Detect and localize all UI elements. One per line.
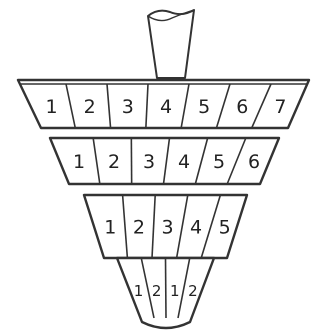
row-1-cell-5-label: 5 bbox=[198, 96, 210, 118]
row-4-cell-1-label: 1 bbox=[134, 282, 144, 300]
row-2-cell-6-label: 6 bbox=[248, 151, 260, 173]
row-3-cell-5-label: 5 bbox=[219, 217, 231, 239]
row-1-cell-4-label: 4 bbox=[160, 96, 172, 118]
row-1-cell-7-label: 7 bbox=[274, 96, 286, 118]
row-4-cell-4-label: 2 bbox=[188, 282, 198, 300]
row-2-cell-4-label: 4 bbox=[178, 151, 190, 173]
row-4-cell-3-label: 1 bbox=[170, 282, 180, 300]
row-2-cell-1-label: 1 bbox=[73, 151, 85, 173]
row-3-cell-1-label: 1 bbox=[104, 217, 116, 239]
row-1-cell-3-label: 3 bbox=[122, 96, 134, 118]
top-cup-shape bbox=[148, 10, 194, 78]
row-3-cell-2-label: 2 bbox=[133, 217, 145, 239]
row-4-divider-2 bbox=[166, 258, 167, 318]
row-4-cell-2-label: 2 bbox=[152, 282, 162, 300]
row-3-cell-3-label: 3 bbox=[161, 217, 173, 239]
row-2-cell-3-label: 3 bbox=[143, 151, 155, 173]
row-1-cell-2-label: 2 bbox=[84, 96, 96, 118]
row-1-cell-1-label: 1 bbox=[46, 96, 58, 118]
row-2-cell-5-label: 5 bbox=[213, 151, 225, 173]
row-1-cell-6-label: 6 bbox=[236, 96, 248, 118]
row-3-cell-4-label: 4 bbox=[190, 217, 202, 239]
row-2-cell-2-label: 2 bbox=[108, 151, 120, 173]
